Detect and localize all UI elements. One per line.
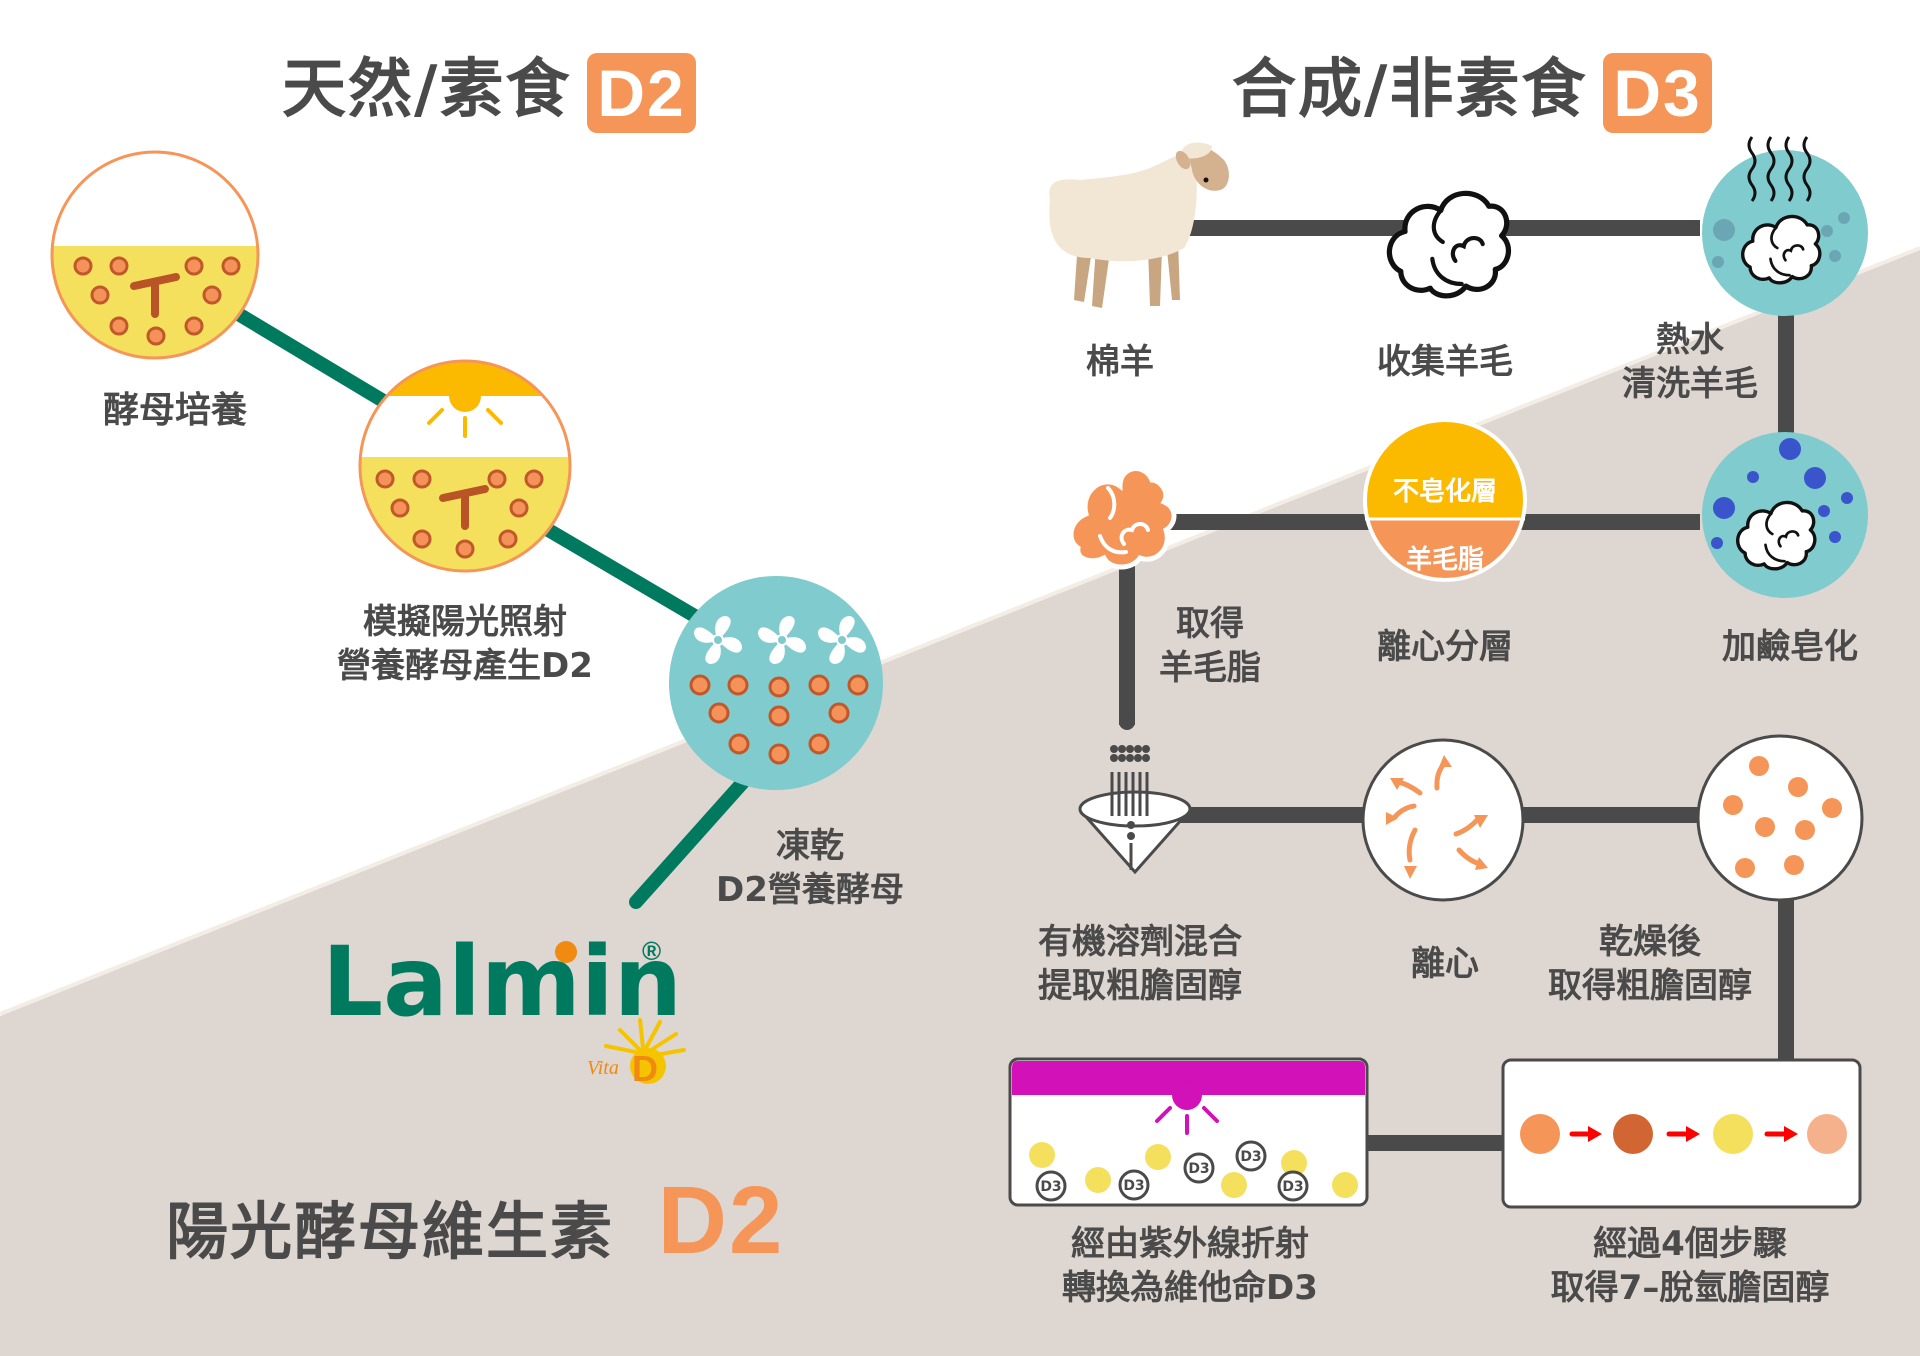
- step-label-sunlight: 模擬陽光照射 營養酵母產生D2: [300, 600, 630, 688]
- label-line: 取得7–脫氫膽固醇: [1550, 1268, 1830, 1308]
- label-line: 提取粗膽固醇: [1038, 966, 1242, 1006]
- uv-conversion-icon: D3 D3 D3 D3 D3: [1008, 1057, 1369, 1207]
- d3-molecules: [1035, 1140, 1309, 1202]
- step-label-sheep: 棉羊: [1040, 340, 1200, 384]
- right-heading-text: 合成/非素食: [1232, 53, 1588, 127]
- footer-badge: D2: [657, 1167, 785, 1274]
- label-line: 加鹼皂化: [1722, 627, 1858, 667]
- wool-icon: [1389, 193, 1508, 295]
- label-line: 營養酵母產生D2: [337, 646, 593, 686]
- step-label-yeast-culture: 酵母培養: [75, 389, 275, 433]
- brand-dot: [555, 941, 577, 963]
- d3-molecule-label: D3: [1040, 1179, 1061, 1195]
- label-line: 離心分層: [1377, 627, 1513, 667]
- label-line: 乾燥後: [1599, 922, 1701, 962]
- step-label-dry: 乾燥後 取得粗膽固醇: [1525, 920, 1775, 1008]
- d2-connector-lines: [233, 308, 752, 909]
- label-line: 取得粗膽固醇: [1548, 966, 1752, 1006]
- step-label-centrifuge: 離心: [1370, 942, 1520, 986]
- label-line: 有機溶劑混合: [1038, 922, 1242, 962]
- centrifuge-icon: [1361, 738, 1525, 902]
- layer-separation-icon: 不皂化層 羊毛脂: [1363, 418, 1527, 582]
- d3-molecule-label: D3: [1188, 1161, 1209, 1177]
- label-line: 收集羊毛: [1377, 342, 1513, 382]
- unsaponifiable-layer-label: 不皂化層: [1393, 477, 1497, 507]
- saponify-icon: [1702, 432, 1868, 598]
- d3-molecule-label: D3: [1123, 1178, 1144, 1194]
- step-label-four-steps: 經過4個步驟 取得7–脫氫膽固醇: [1520, 1222, 1860, 1310]
- freeze-dry-fan-icon: [669, 576, 883, 790]
- funnel-icon: [1078, 745, 1192, 875]
- lanolin-icon: [1068, 466, 1177, 570]
- label-line: 凍乾: [776, 826, 844, 866]
- label-line: 取得: [1176, 604, 1244, 644]
- step-label-hot-wash: 熱水 清洗羊毛: [1590, 318, 1790, 406]
- sheep-icon: [1049, 142, 1229, 308]
- label-line: 離心: [1411, 944, 1479, 984]
- label-line: 轉換為維他命D3: [1062, 1268, 1318, 1308]
- step-label-uv: 經由紫外線折射 轉換為維他命D3: [1030, 1222, 1350, 1310]
- footer-title-text: 陽光酵母維生素: [166, 1195, 615, 1268]
- yeast-culture-icon: [50, 150, 260, 360]
- lalmin-logo: Lalmin ® Vita D: [322, 926, 686, 1089]
- four-steps-icon: [1501, 1058, 1862, 1209]
- crude-cholesterol-icon: [1696, 734, 1864, 902]
- step-label-centrifuge-layer: 離心分層: [1345, 625, 1545, 669]
- sun-logo-icon: [604, 1018, 686, 1084]
- label-line: D2營養酵母: [716, 870, 904, 910]
- step-label-solvent: 有機溶劑混合 提取粗膽固醇: [1010, 920, 1270, 1008]
- registered-mark: ®: [642, 936, 661, 966]
- d3-badge: D3: [1603, 53, 1712, 134]
- label-line: 熱水: [1656, 320, 1724, 360]
- sunlight-yeast-icon: [358, 359, 572, 573]
- step-label-freeze-dry: 凍乾 D2營養酵母: [680, 824, 940, 912]
- hot-water-wash-icon: [1702, 136, 1868, 316]
- lanolin-layer-label: 羊毛脂: [1406, 544, 1484, 575]
- label-line: 經過4個步驟: [1593, 1224, 1787, 1264]
- d3-molecule-label: D3: [1240, 1149, 1261, 1165]
- footer-title: 陽光酵母維生素 D2: [166, 1166, 784, 1276]
- label-line: 羊毛脂: [1159, 648, 1261, 688]
- step-label-collect-wool: 收集羊毛: [1345, 340, 1545, 384]
- brand-sub-small: Vita: [587, 1057, 619, 1079]
- step-label-lanolin: 取得 羊毛脂: [1130, 602, 1290, 690]
- label-line: 酵母培養: [102, 390, 247, 431]
- brand-name: Lalmin: [322, 926, 682, 1038]
- label-line: 棉羊: [1086, 342, 1154, 382]
- label-line: 模擬陽光照射: [363, 602, 567, 642]
- label-line: 清洗羊毛: [1622, 364, 1758, 404]
- d3-molecule-label: D3: [1282, 1179, 1303, 1195]
- left-heading-text: 天然/素食: [282, 53, 572, 127]
- label-line: 經由紫外線折射: [1071, 1224, 1309, 1264]
- brand-sub-big: D: [632, 1048, 658, 1089]
- step-label-saponify: 加鹼皂化: [1690, 625, 1890, 669]
- d2-badge: D2: [587, 53, 696, 134]
